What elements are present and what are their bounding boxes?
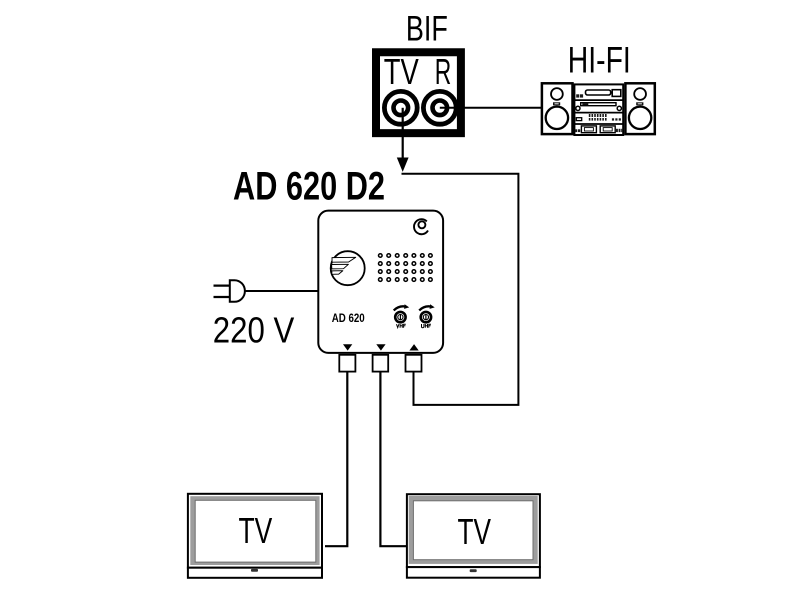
svg-text:R: R bbox=[435, 51, 452, 92]
svg-text:AD 620 D2: AD 620 D2 bbox=[233, 164, 385, 208]
svg-text:220 V: 220 V bbox=[213, 309, 295, 350]
svg-text:TV: TV bbox=[384, 51, 419, 92]
svg-text:TV: TV bbox=[458, 511, 492, 552]
svg-text:TV: TV bbox=[239, 510, 273, 551]
svg-text:BIF: BIF bbox=[406, 9, 448, 49]
svg-text:AD 620: AD 620 bbox=[332, 311, 365, 325]
svg-text:HI-FI: HI-FI bbox=[568, 39, 631, 80]
